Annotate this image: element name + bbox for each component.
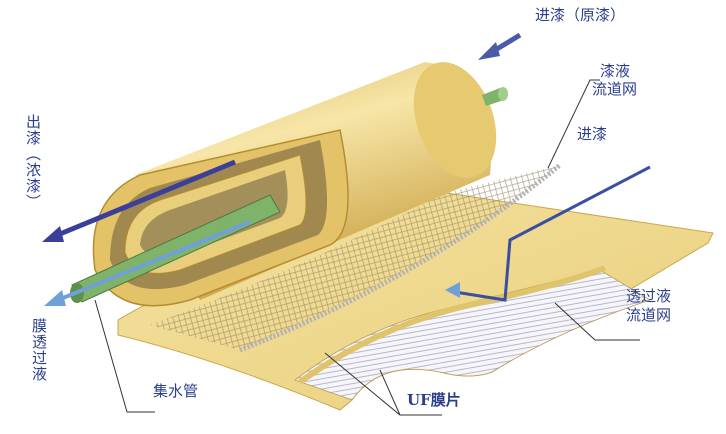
concentrate-out-arrow (42, 159, 236, 242)
feed-arrow-top (478, 32, 522, 60)
label-feed-spacer-2: 流道网 (592, 80, 638, 98)
feed-spacer-mesh (150, 165, 560, 350)
permeate-flow-arrow (445, 165, 651, 302)
label-collection-tube: 集水管 (153, 382, 199, 400)
feed-spacer-edge (239, 163, 562, 353)
label-uf-membrane: UF膜片 (407, 391, 461, 409)
leader-lines (94, 79, 640, 416)
label-feed: 进漆 (577, 125, 608, 143)
label-feed-spacer-1: 漆液 (600, 62, 631, 80)
label-permeate-spacer-1: 透过液 (626, 287, 672, 305)
label-concentrate-out: 出漆（浓漆） (24, 114, 42, 210)
label-permeate: 膜透过液 (30, 318, 48, 382)
label-feed-raw: 进漆（原漆） (535, 6, 626, 24)
label-permeate-spacer-2: 流道网 (626, 306, 672, 324)
permeate-out-arrow (44, 220, 251, 306)
